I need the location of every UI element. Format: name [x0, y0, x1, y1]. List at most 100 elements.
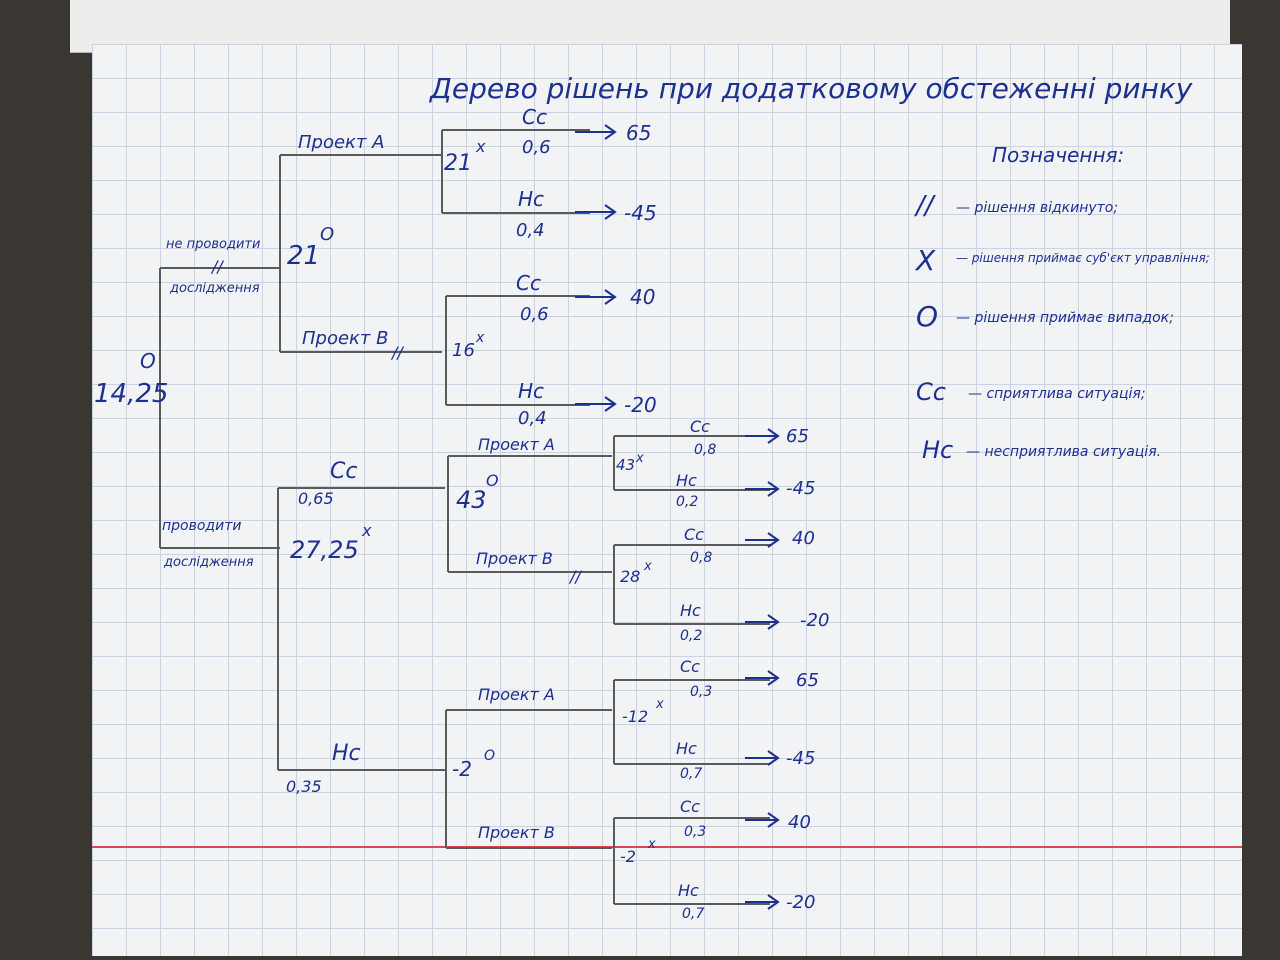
research-node-mark: x: [361, 521, 372, 540]
no-research-label-top: не проводити: [166, 237, 260, 252]
fav-project-b-mark: x: [643, 559, 652, 574]
unfav-project-b-mark: x: [647, 837, 656, 852]
tree-branches: [159, 129, 770, 905]
unfav-a-nc-value: -45: [786, 748, 815, 769]
unfav-b-nc-label: Нс: [678, 881, 699, 900]
unfav-b-nc-value: -20: [786, 892, 815, 913]
fav-b-cc-label: Сс: [684, 525, 704, 544]
na-a-nc-label: Нс: [518, 187, 544, 211]
fav-a-cc-value: 65: [786, 426, 809, 447]
fav-b-nc-prob: 0,2: [680, 628, 702, 644]
diagram-title: Дерево рішень при додатковому обстеженні…: [428, 72, 1193, 105]
unfav-a-nc-prob: 0,7: [680, 766, 702, 782]
no-research-label-bottom: дослідження: [169, 281, 260, 296]
legend-text-o: — рішення приймає випадок;: [956, 310, 1174, 326]
legend-heading: Позначення:: [992, 143, 1124, 167]
research-node-value: 27,25: [290, 536, 359, 564]
fav-project-b-cut: //: [568, 567, 582, 586]
legend-text-cut: — рішення відкинуто;: [956, 200, 1118, 216]
fav-b-cc-prob: 0,8: [690, 550, 712, 566]
na-a-nc-prob: 0,4: [516, 220, 545, 241]
na-project-b-cut: //: [390, 343, 404, 362]
unfav-node-mark: O: [484, 748, 495, 764]
legend-text-nc: — несприятлива ситуація.: [966, 444, 1161, 460]
na-project-a-node: 21: [444, 151, 472, 176]
arrow-icon: [575, 204, 617, 220]
arrow-icon: [745, 428, 780, 444]
arrow-icon: [745, 750, 780, 766]
legend-text-x: — рішення приймає суб'єкт управління;: [956, 251, 1210, 265]
fav-a-cc-label: Сс: [690, 417, 710, 436]
unfav-a-cc-value: 65: [796, 670, 819, 691]
unfav-project-a-node: -12: [622, 707, 648, 726]
na-b-nc-value: -20: [624, 393, 657, 417]
legend-symbol-cut: //: [914, 191, 937, 221]
na-b-cc-value: 40: [630, 285, 655, 309]
na-project-b-label: Проект В: [302, 328, 388, 349]
arrow-icon: [745, 670, 780, 686]
root-value: 14,25: [94, 379, 168, 409]
arrow-icon: [745, 812, 780, 828]
no-research-cut-mark: //: [210, 257, 224, 276]
research-label-top: проводити: [162, 518, 241, 534]
na-a-cc-value: 65: [626, 121, 651, 145]
outcome-arrows: [575, 124, 780, 910]
fav-a-nc-prob: 0,2: [676, 494, 698, 510]
unfav-b-cc-value: 40: [788, 812, 811, 833]
fav-label: Сс: [330, 459, 357, 484]
no-research-node-value: 21: [287, 241, 320, 271]
fav-project-a-mark: x: [635, 451, 644, 466]
margin-line: [92, 846, 1242, 848]
na-project-b-node: 16: [452, 340, 475, 361]
fav-project-a-node: 43: [616, 456, 635, 474]
unfav-b-cc-prob: 0,3: [684, 824, 706, 840]
arrow-icon: [575, 124, 617, 140]
na-b-cc-label: Сс: [516, 271, 541, 295]
legend-symbol-nc: Нс: [922, 436, 953, 464]
na-b-nc-prob: 0,4: [518, 408, 547, 429]
unfav-node: -2: [452, 757, 472, 781]
fav-project-b-node: 28: [620, 567, 640, 586]
fav-project-b-label: Проект В: [476, 549, 553, 568]
fav-b-nc-value: -20: [800, 610, 829, 631]
unfav-project-b-node: -2: [620, 847, 636, 866]
research-label-bottom: дослідження: [163, 555, 254, 570]
arrow-icon: [575, 396, 617, 412]
fav-a-cc-prob: 0,8: [694, 442, 716, 458]
legend-symbol-cc: Сс: [916, 378, 946, 406]
fav-b-cc-value: 40: [792, 528, 815, 549]
no-research-node-mark: O: [320, 224, 334, 245]
unfav-project-a-label: Проект А: [478, 685, 555, 704]
na-project-a-label: Проект А: [298, 132, 384, 153]
fav-prob: 0,65: [298, 489, 334, 508]
arrow-icon: [575, 289, 617, 305]
unfav-project-b-label: Проект В: [478, 823, 555, 842]
legend-text-cc: — сприятлива ситуація;: [968, 386, 1146, 402]
arrow-icon: [745, 532, 780, 548]
na-a-cc-label: Сс: [522, 105, 547, 129]
unfav-a-cc-prob: 0,3: [690, 684, 712, 700]
na-b-nc-label: Нс: [518, 379, 544, 403]
unfav-a-nc-label: Нс: [676, 739, 697, 758]
na-b-cc-prob: 0,6: [520, 304, 549, 325]
fav-b-nc-label: Нс: [680, 601, 701, 620]
unfav-a-cc-label: Сс: [680, 657, 700, 676]
arrow-icon: [745, 481, 780, 497]
unfav-b-cc-label: Сс: [680, 797, 700, 816]
arrow-icon: [745, 614, 780, 630]
na-project-b-mark: x: [475, 330, 485, 346]
legend-symbol-x: X: [914, 244, 936, 277]
unfav-b-nc-prob: 0,7: [682, 906, 704, 922]
na-a-cc-prob: 0,6: [522, 137, 551, 158]
na-a-nc-value: -45: [624, 201, 657, 225]
unfav-label: Нс: [332, 741, 361, 766]
notebook-page: [92, 44, 1242, 956]
legend: Позначення: // — рішення відкинуто; X — …: [914, 143, 1210, 464]
fav-a-nc-label: Нс: [676, 471, 697, 490]
arrow-icon: [745, 894, 780, 910]
unfav-prob: 0,35: [286, 777, 322, 796]
fav-node: 43: [456, 486, 487, 514]
root-mark: O: [140, 349, 156, 373]
legend-symbol-o: O: [916, 300, 938, 333]
